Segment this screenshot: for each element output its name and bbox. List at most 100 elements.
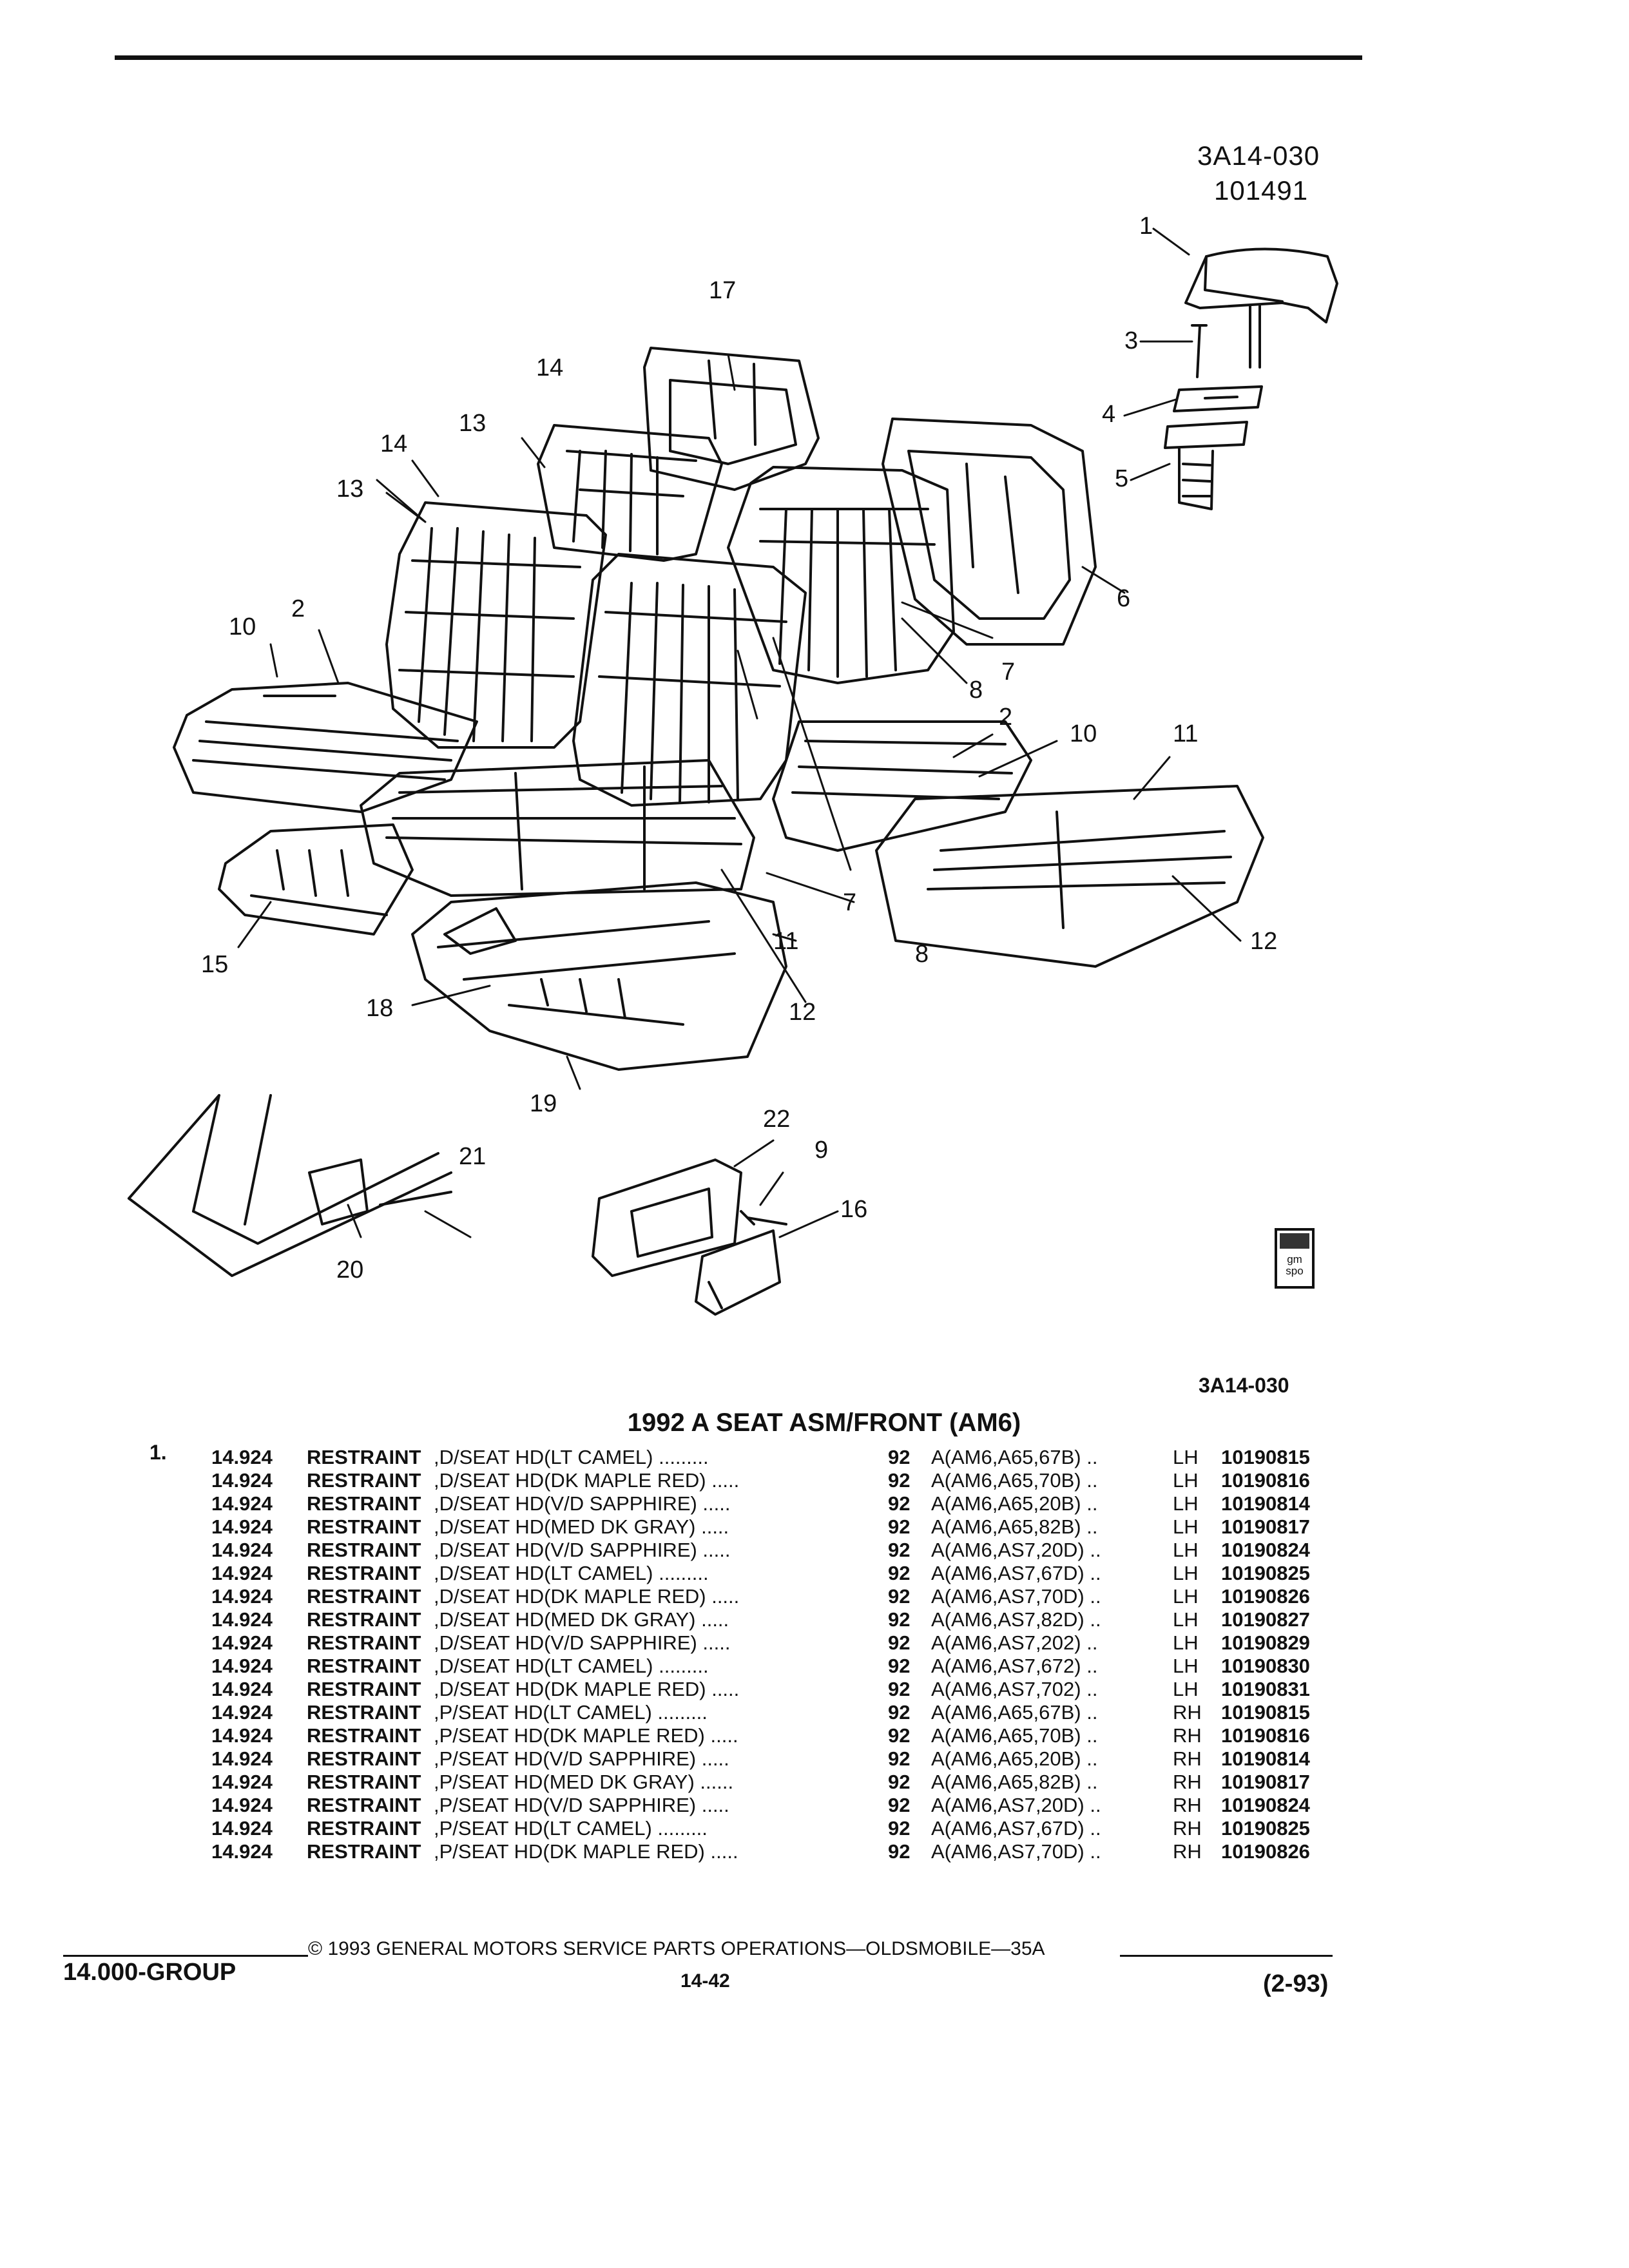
- seat-cushion-right-rear: [772, 720, 1032, 852]
- parts-group-cell: 14.924: [211, 1446, 273, 1468]
- callout-11-right: 11: [1173, 720, 1199, 747]
- footer-date: (2-93): [1263, 1970, 1329, 1997]
- parts-side-cell: LH: [1173, 1585, 1199, 1608]
- parts-name-cell: RESTRAINT: [307, 1469, 421, 1492]
- footer-rule-right: [1120, 1955, 1333, 1957]
- parts-side-cell: LH: [1173, 1655, 1199, 1677]
- callout-7-upper: 7: [1001, 658, 1016, 686]
- parts-model-cell: A(AM6,AS7,67D) ..: [931, 1817, 1101, 1840]
- parts-name-cell: RESTRAINT: [307, 1608, 421, 1631]
- parts-part-no-cell: 10190825: [1221, 1562, 1310, 1584]
- parts-year-cell: 92: [888, 1655, 911, 1677]
- parts-part-no-cell: 10190830: [1221, 1655, 1310, 1677]
- parts-model-cell: A(AM6,A65,82B) ..: [931, 1515, 1098, 1538]
- parts-name-cell: RESTRAINT: [307, 1515, 421, 1538]
- parts-model-cell: A(AM6,AS7,70D) ..: [931, 1840, 1101, 1863]
- parts-name-cell: RESTRAINT: [307, 1817, 421, 1840]
- parts-desc-cell: ,P/SEAT HD(DK MAPLE RED) .....: [434, 1724, 738, 1747]
- parts-name-cell: RESTRAINT: [307, 1724, 421, 1747]
- parts-name-cell: RESTRAINT: [307, 1539, 421, 1561]
- callout-10-left: 10: [229, 613, 256, 640]
- parts-name-cell: RESTRAINT: [307, 1794, 421, 1816]
- parts-desc-cell: ,P/SEAT HD(V/D SAPPHIRE) .....: [434, 1747, 729, 1770]
- guide-bracket-part: [1164, 421, 1248, 510]
- parts-desc-cell: ,D/SEAT HD(V/D SAPPHIRE) .....: [434, 1492, 731, 1515]
- parts-group-cell: 14.924: [211, 1678, 273, 1700]
- parts-group-cell: 14.924: [211, 1608, 273, 1631]
- parts-row: 14.924 RESTRAINT ,P/SEAT HD(DK MAPLE RED) …: [205, 1840, 1352, 1863]
- parts-side-cell: LH: [1173, 1492, 1199, 1515]
- parts-year-cell: 92: [888, 1678, 911, 1700]
- parts-year-cell: 92: [888, 1771, 911, 1793]
- parts-side-cell: RH: [1173, 1747, 1202, 1770]
- parts-desc-cell: ,P/SEAT HD(LT CAMEL) .........: [434, 1817, 708, 1840]
- seat-cushion-left: [173, 682, 478, 813]
- seat-back-frame-right: [882, 418, 1097, 646]
- seat-back-frame-rear: [643, 347, 820, 491]
- parts-group-cell: 14.924: [211, 1562, 273, 1584]
- callout-8-upper: 8: [969, 677, 983, 704]
- parts-year-cell: 92: [888, 1562, 911, 1584]
- parts-part-no-cell: 10190826: [1221, 1840, 1310, 1863]
- screw-part: [1191, 324, 1208, 378]
- parts-part-no-cell: 10190831: [1221, 1678, 1310, 1700]
- item-number: 1.: [149, 1441, 167, 1464]
- parts-part-no-cell: 10190815: [1221, 1701, 1310, 1724]
- parts-year-cell: 92: [888, 1631, 911, 1654]
- parts-part-no-cell: 10190825: [1221, 1817, 1310, 1840]
- parts-model-cell: A(AM6,AS7,702) ..: [931, 1678, 1098, 1700]
- callout-12-center: 12: [789, 999, 816, 1026]
- parts-side-cell: RH: [1173, 1771, 1202, 1793]
- parts-side-cell: LH: [1173, 1608, 1199, 1631]
- parts-name-cell: RESTRAINT: [307, 1840, 421, 1863]
- parts-name-cell: RESTRAINT: [307, 1585, 421, 1608]
- callout-13-upper: 13: [459, 410, 487, 437]
- parts-part-no-cell: 10190826: [1221, 1585, 1310, 1608]
- footer-page-number: 14-42: [680, 1970, 730, 1992]
- seat-back-center-front: [572, 553, 807, 807]
- parts-side-cell: LH: [1173, 1562, 1199, 1584]
- parts-part-no-cell: 10190824: [1221, 1794, 1310, 1816]
- parts-model-cell: A(AM6,AS7,672) ..: [931, 1655, 1098, 1677]
- parts-model-cell: A(AM6,AS7,70D) ..: [931, 1585, 1101, 1608]
- parts-desc-cell: ,D/SEAT HD(DK MAPLE RED) .....: [434, 1585, 740, 1608]
- parts-desc-cell: ,P/SEAT HD(DK MAPLE RED) .....: [434, 1840, 738, 1863]
- parts-side-cell: RH: [1173, 1840, 1202, 1863]
- illustration-ref-code: 3A14-030: [1197, 140, 1320, 171]
- parts-side-cell: LH: [1173, 1515, 1199, 1538]
- callout-5: 5: [1115, 465, 1129, 492]
- parts-group-cell: 14.924: [211, 1631, 273, 1654]
- caption-ref-code: 3A14-030: [1199, 1374, 1289, 1397]
- callout-16: 16: [840, 1196, 868, 1223]
- parts-group-cell: 14.924: [211, 1840, 273, 1863]
- seat-cushion-center: [360, 759, 755, 897]
- callout-12-right: 12: [1250, 928, 1278, 955]
- callout-20: 20: [336, 1256, 364, 1283]
- parts-desc-cell: ,D/SEAT HD(V/D SAPPHIRE) .....: [434, 1631, 731, 1654]
- parts-model-cell: A(AM6,A65,70B) ..: [931, 1724, 1098, 1747]
- parts-side-cell: LH: [1173, 1469, 1199, 1492]
- parts-year-cell: 92: [888, 1794, 911, 1816]
- gm-spo-badge: gm spo: [1275, 1228, 1315, 1289]
- parts-desc-cell: ,P/SEAT HD(MED DK GRAY) ......: [434, 1771, 734, 1793]
- parts-group-cell: 14.924: [211, 1771, 273, 1793]
- parts-year-cell: 92: [888, 1724, 911, 1747]
- parts-year-cell: 92: [888, 1446, 911, 1468]
- badge-cap: [1280, 1233, 1309, 1249]
- parts-group-cell: 14.924: [211, 1701, 273, 1724]
- parts-model-cell: A(AM6,A65,20B) ..: [931, 1492, 1098, 1515]
- parts-model-cell: A(AM6,A65,82B) ..: [931, 1771, 1098, 1793]
- parts-year-cell: 92: [888, 1515, 911, 1538]
- parts-group-cell: 14.924: [211, 1585, 273, 1608]
